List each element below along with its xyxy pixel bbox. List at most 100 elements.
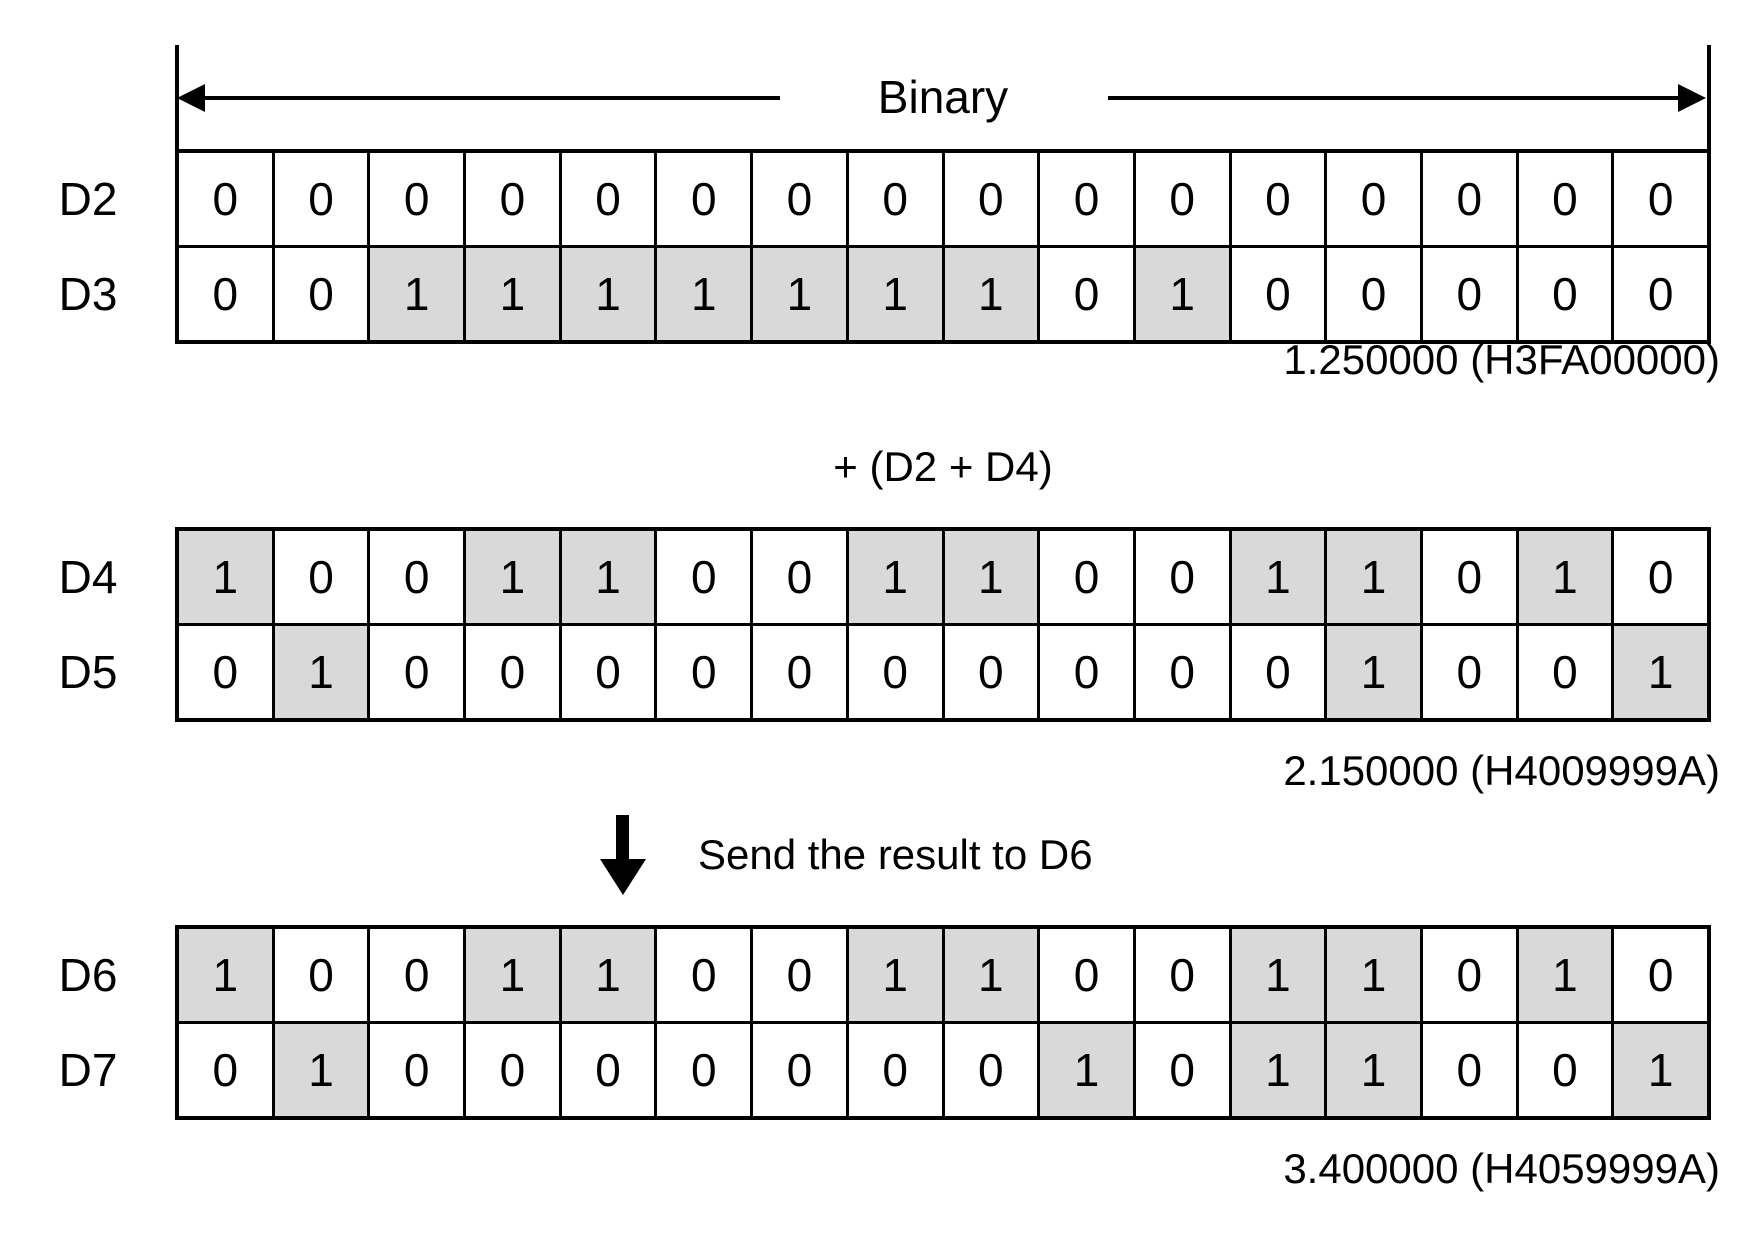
bit-cell: 0 (370, 929, 464, 1021)
bit-cell: 0 (753, 929, 846, 1021)
bit-cell: 0 (1327, 248, 1420, 340)
bit-cell: 0 (1231, 248, 1325, 340)
bit-cell: 1 (848, 929, 942, 1021)
bit-cell: 0 (1518, 153, 1612, 245)
bit-cell: 1 (848, 531, 942, 623)
bit-cell: 1 (944, 531, 1038, 623)
bit-cell: 0 (1422, 531, 1516, 623)
register-label-d6: D6 (58, 949, 118, 1001)
send-result-note: Send the result to D6 (600, 815, 1093, 895)
bit-cell: 0 (466, 1024, 559, 1116)
bit-cell: 0 (179, 1024, 272, 1116)
bit-cell: 0 (1040, 626, 1133, 718)
send-result-text: Send the result to D6 (698, 831, 1093, 878)
bit-cell: 0 (370, 1024, 464, 1116)
bit-cell: 0 (1422, 248, 1516, 340)
bit-cell: 0 (753, 1024, 846, 1116)
bit-cell: 0 (1040, 153, 1133, 245)
bit-cell: 0 (944, 626, 1038, 718)
bit-cell: 1 (848, 248, 942, 340)
bit-cell: 0 (1518, 626, 1612, 718)
bit-cell: 1 (561, 531, 655, 623)
bit-cell: 0 (848, 626, 942, 718)
bit-cell: 0 (1422, 1024, 1516, 1116)
bit-cell: 1 (1327, 531, 1420, 623)
bit-cell: 0 (561, 626, 655, 718)
bit-cell: 0 (657, 153, 751, 245)
right-arrow-shaft (1108, 96, 1682, 100)
bit-cell: 0 (848, 1024, 942, 1116)
bit-cell: 0 (1614, 153, 1707, 245)
register-label-d2: D2 (58, 173, 118, 225)
down-arrow-icon (600, 815, 646, 895)
bit-cell: 1 (1231, 1024, 1325, 1116)
bit-cell: 0 (1614, 929, 1707, 1021)
bit-cell: 0 (370, 153, 464, 245)
bit-cell: 0 (1614, 531, 1707, 623)
bit-cell: 0 (1135, 1024, 1229, 1116)
bit-cell: 0 (753, 626, 846, 718)
bit-cell: 0 (944, 1024, 1038, 1116)
register-label-d4: D4 (58, 551, 118, 603)
bit-cell: 1 (561, 929, 655, 1021)
bit-cell: 0 (1135, 929, 1229, 1021)
bit-cell: 1 (944, 248, 1038, 340)
bit-cell: 1 (1518, 929, 1612, 1021)
bit-cell: 0 (657, 1024, 751, 1116)
bit-cell: 0 (1231, 153, 1325, 245)
bit-cell: 1 (274, 626, 368, 718)
bit-cell: 1 (1327, 626, 1420, 718)
bit-cell: 0 (179, 626, 272, 718)
bit-cell: 0 (370, 626, 464, 718)
register-label-d7: D7 (58, 1044, 118, 1096)
bit-cell: 0 (1422, 929, 1516, 1021)
bit-cell: 1 (1231, 929, 1325, 1021)
bit-cell: 0 (848, 153, 942, 245)
bit-cell: 0 (561, 153, 655, 245)
bit-cell: 0 (1040, 531, 1133, 623)
bit-cell: 0 (179, 153, 272, 245)
bit-cell: 0 (1422, 153, 1516, 245)
bit-cell: 0 (657, 531, 751, 623)
bit-cell: 0 (1040, 929, 1133, 1021)
bit-cell: 1 (1518, 531, 1612, 623)
bit-cell: 1 (179, 929, 272, 1021)
result-value-1: 1.250000 (H3FA00000) (1283, 336, 1720, 383)
bit-cell: 0 (1614, 248, 1707, 340)
bit-cell: 0 (1327, 153, 1420, 245)
bit-cell: 0 (466, 153, 559, 245)
bit-cell: 1 (753, 248, 846, 340)
bit-cell: 1 (179, 531, 272, 623)
operation-label: + (D2 + D4) (833, 443, 1053, 490)
bit-cell: 0 (753, 153, 846, 245)
bit-cell: 0 (657, 626, 751, 718)
bit-cell: 0 (1135, 531, 1229, 623)
bit-cell: 0 (179, 248, 272, 340)
bit-cell: 0 (1135, 153, 1229, 245)
bit-cell: 1 (466, 531, 559, 623)
bit-cell: 0 (753, 531, 846, 623)
bit-cell: 0 (274, 929, 368, 1021)
bit-cell: 1 (466, 248, 559, 340)
bit-cell: 0 (1518, 1024, 1612, 1116)
bit-cell: 0 (1518, 248, 1612, 340)
bit-cell: 0 (370, 531, 464, 623)
result-value-2: 2.150000 (H4009999A) (1283, 747, 1720, 794)
bit-cell: 0 (1040, 248, 1133, 340)
right-arrowhead-icon (1678, 84, 1706, 112)
register-label-d3: D3 (58, 268, 118, 320)
bit-cell: 1 (466, 929, 559, 1021)
result-value-3: 3.400000 (H4059999A) (1283, 1145, 1720, 1192)
bit-cell: 1 (274, 1024, 368, 1116)
bit-cell: 1 (1614, 626, 1707, 718)
bit-cell: 0 (1422, 626, 1516, 718)
bit-cell: 0 (466, 626, 559, 718)
bit-cell: 1 (1135, 248, 1229, 340)
bit-cell: 0 (944, 153, 1038, 245)
bit-cell: 0 (274, 153, 368, 245)
bit-cell: 0 (274, 531, 368, 623)
